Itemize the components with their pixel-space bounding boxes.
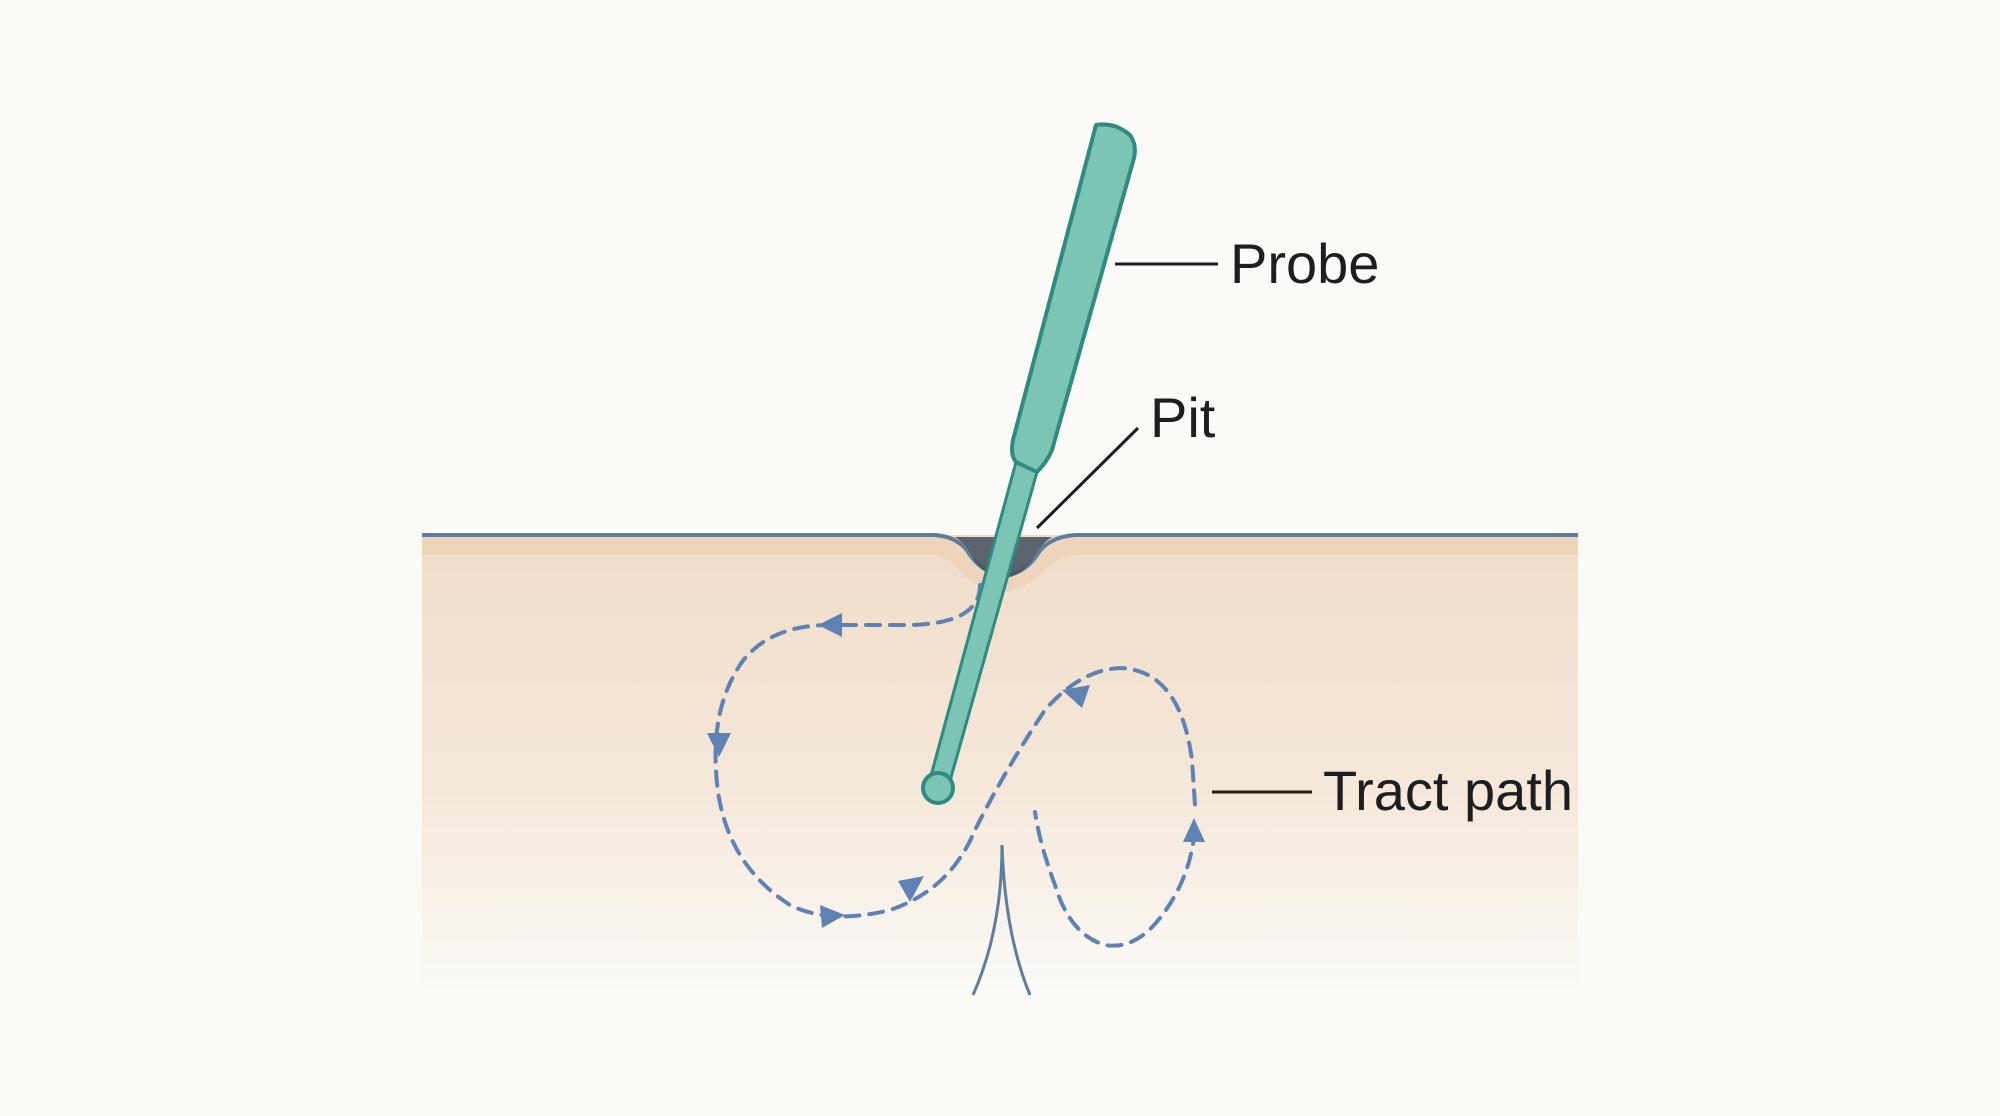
- hair-follicle: [971, 844, 1032, 996]
- arrow-upright-icon: [898, 876, 924, 902]
- arrow-up-icon: [1183, 818, 1205, 842]
- pit-leader-line: [1035, 426, 1140, 530]
- arrow-left-icon: [818, 613, 842, 637]
- tract-arrows: [707, 613, 1205, 928]
- probe-instrument: [921, 122, 1137, 805]
- skin-epidermis-band: [422, 535, 1578, 592]
- probe-handle: [1010, 122, 1137, 474]
- pit-label: Pit: [1150, 386, 1216, 449]
- tract-path-label: Tract path: [1323, 759, 1573, 822]
- arrow-right-icon: [820, 905, 845, 928]
- arrow-upleft-icon: [1062, 685, 1090, 708]
- skin-tissue: [422, 535, 1578, 995]
- arrow-down-icon: [707, 733, 731, 757]
- leader-lines: [1035, 262, 1312, 794]
- probe-ball-tip: [921, 771, 955, 805]
- probe-label: Probe: [1230, 232, 1379, 295]
